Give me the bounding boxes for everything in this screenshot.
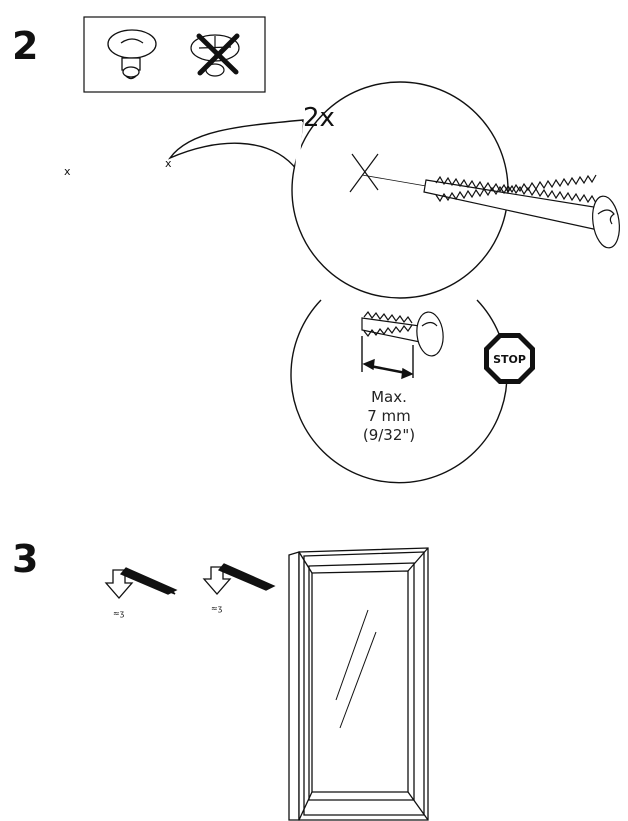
max-label: Max. [371,388,407,406]
step-number: 2 [12,24,39,68]
down-arrow-icon [202,563,276,595]
screw-wrong-icon [190,33,240,77]
screw-head-detail-icon [361,310,444,357]
screw-correct-icon [107,29,157,80]
mirror-frame-icon [288,547,429,821]
wall-mark: x [165,157,172,170]
screw-type-box [83,16,266,93]
down-arrow-icon [104,567,178,599]
weight-glyph: ≈ʒ [211,604,223,613]
depth-arrow [361,336,414,380]
wall-mark: x [64,165,71,178]
callout-pointer [167,119,304,172]
step-number: 3 [12,537,39,581]
detail-circle [291,81,509,299]
stop-sign-icon: STOP [484,333,535,384]
stop-label: STOP [493,353,526,366]
weight-glyph: ≈ʒ [113,609,125,618]
max-depth-mm: 7 mm [367,407,411,425]
max-depth-inch: (9/32") [363,426,415,444]
wall-x-mark [349,153,427,193]
screw-icon [423,174,620,249]
quantity-label: 2x [303,103,335,133]
